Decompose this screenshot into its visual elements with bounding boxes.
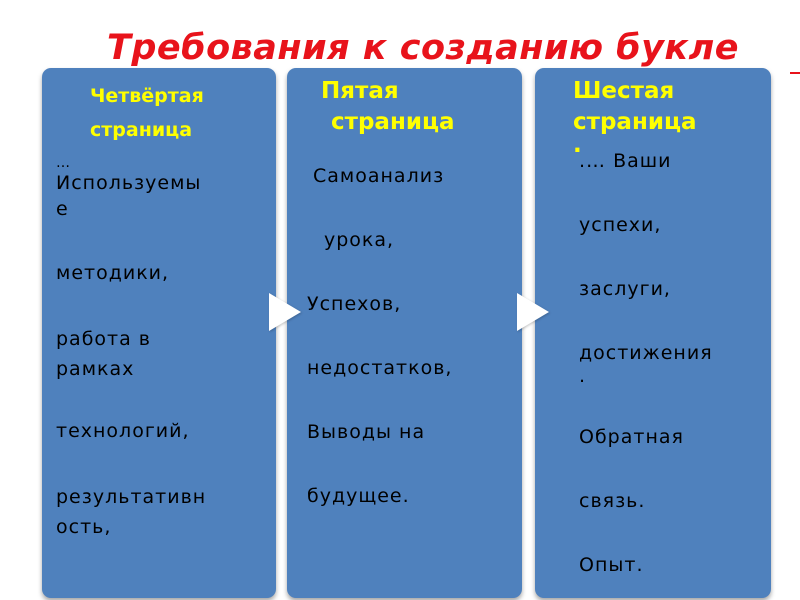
body-line — [307, 445, 452, 483]
body-line — [579, 238, 713, 276]
panel-page-four: Четвёртая страница … Используемы е метод… — [42, 68, 276, 598]
body-line — [307, 189, 452, 227]
body-line — [56, 222, 206, 260]
panel-header-line: Четвёртая — [90, 85, 204, 107]
body-line: Успехов, — [307, 293, 402, 315]
panel-page-six: Шестая страница . .… Ваши успехи, заслуг… — [535, 68, 771, 598]
arrow-right-icon — [517, 293, 549, 331]
body-line: успехи, — [579, 214, 662, 236]
panel-page-six-body: .… Ваши успехи, заслуги, достижения . Об… — [579, 148, 713, 578]
body-line — [56, 444, 206, 482]
panel-header-line: страница — [90, 119, 193, 141]
body-line: рамках — [56, 358, 135, 380]
arrow-right-icon — [269, 293, 301, 331]
body-line: заслуги, — [579, 278, 671, 300]
body-line: достижения — [579, 342, 713, 364]
body-line — [579, 174, 713, 212]
body-line — [579, 514, 713, 552]
panel-page-five-body: Самоанализ урока, Успехов, недостатков, … — [307, 163, 452, 509]
body-line: урока, — [324, 229, 395, 251]
title-underline — [790, 72, 800, 74]
body-line — [579, 302, 713, 340]
body-line: . — [579, 365, 587, 387]
body-line: Выводы на — [307, 421, 426, 443]
body-line — [579, 450, 713, 488]
body-line: технологий, — [56, 420, 190, 442]
body-line — [56, 384, 206, 418]
body-line — [579, 386, 713, 424]
body-line: работа в — [56, 328, 151, 350]
body-line — [307, 381, 452, 419]
body-line: … — [56, 155, 71, 171]
body-line: Самоанализ — [313, 165, 445, 187]
panel-header-line: Шестая — [573, 78, 675, 104]
panel-header-line: Пятая — [321, 78, 399, 104]
panel-page-four-body: … Используемы е методики, работа в рамка… — [56, 156, 206, 542]
body-line: методики, — [56, 262, 170, 284]
body-line: Обратная — [579, 426, 684, 448]
panel-page-five: Пятая страница Самоанализ урока, Успехов… — [287, 68, 522, 598]
panel-page-six-header: Шестая страница . — [573, 76, 771, 158]
body-line — [307, 317, 452, 355]
panel-page-five-header: Пятая страница — [321, 76, 521, 138]
body-line: недостатков, — [307, 357, 453, 379]
body-line: ость, — [56, 516, 112, 538]
panel-header-line: . — [573, 132, 582, 158]
body-line: Опыт. — [579, 554, 644, 576]
body-line: е — [56, 198, 69, 220]
body-line: результативн — [56, 486, 207, 508]
panel-header-line: страница — [331, 109, 455, 135]
body-line: .… Ваши — [579, 150, 672, 172]
body-line: будущее. — [307, 485, 410, 507]
panel-header-line: страница — [573, 109, 697, 135]
body-line — [56, 286, 206, 324]
body-line — [307, 253, 452, 291]
body-line: Используемы — [56, 172, 202, 194]
body-line: связь. — [579, 490, 646, 512]
panel-page-four-header: Четвёртая страница — [90, 79, 270, 147]
slide-title: Требования к созданию букле — [107, 28, 740, 68]
